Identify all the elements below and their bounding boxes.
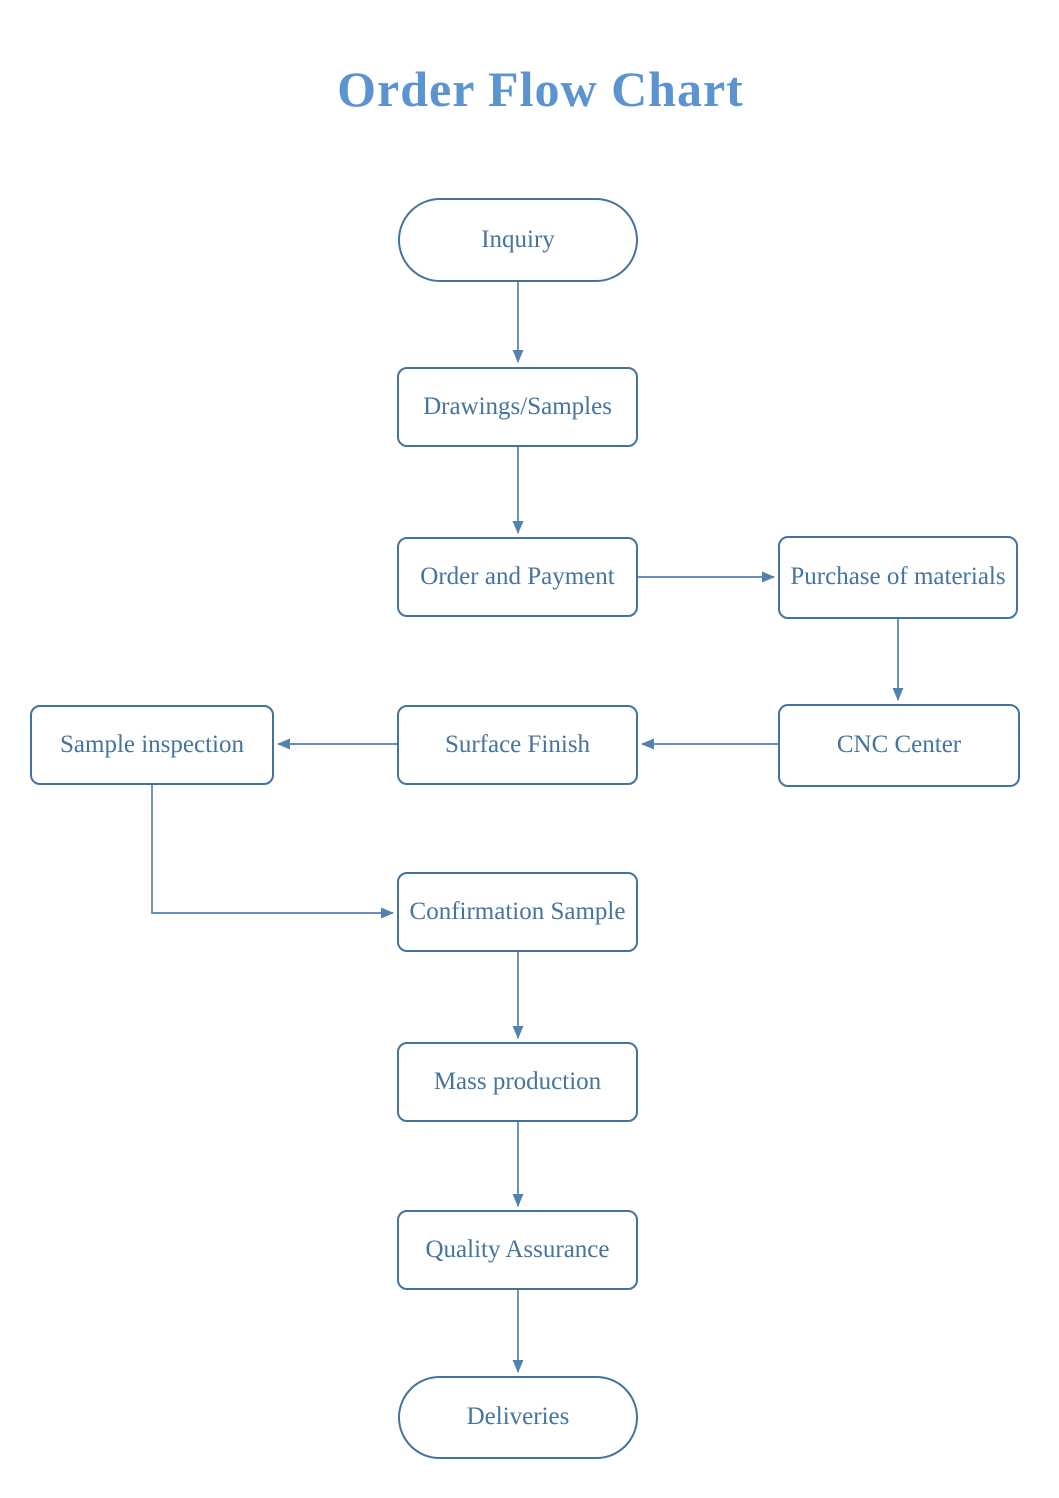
node-quality-assurance-label: Quality Assurance — [425, 1235, 610, 1263]
node-mass-production: Mass production — [397, 1042, 638, 1122]
node-cnc-center-label: CNC Center — [836, 731, 962, 759]
node-order-and-payment-label: Order and Payment — [420, 562, 615, 590]
node-deliveries-label: Deliveries — [466, 1403, 570, 1431]
node-purchase-of-materials-label: Purchase of materials — [790, 563, 1006, 591]
node-surface-finish: Surface Finish — [397, 705, 638, 785]
page-title: Order Flow Chart — [337, 61, 744, 117]
node-drawings-samples-label: Drawings/Samples — [423, 392, 612, 420]
node-inquiry-label: Inquiry — [481, 225, 555, 253]
node-surface-finish-label: Surface Finish — [444, 730, 591, 758]
connector-sample-inspection-to-confirmation-sample — [151, 785, 394, 919]
node-purchase-of-materials: Purchase of materials — [778, 536, 1018, 619]
node-confirmation-sample: Confirmation Sample — [397, 872, 638, 952]
node-mass-production-label: Mass production — [433, 1067, 602, 1095]
node-sample-inspection-label: Sample inspection — [60, 730, 244, 758]
node-inquiry: Inquiry — [398, 198, 638, 282]
node-sample-inspection: Sample inspection — [30, 705, 274, 785]
node-cnc-center: CNC Center — [778, 704, 1020, 787]
node-order-and-payment: Order and Payment — [397, 537, 638, 617]
node-drawings-samples: Drawings/Samples — [397, 367, 638, 447]
node-confirmation-sample-label: Confirmation Sample — [409, 897, 626, 925]
node-deliveries: Deliveries — [398, 1376, 638, 1459]
node-quality-assurance: Quality Assurance — [397, 1210, 638, 1290]
